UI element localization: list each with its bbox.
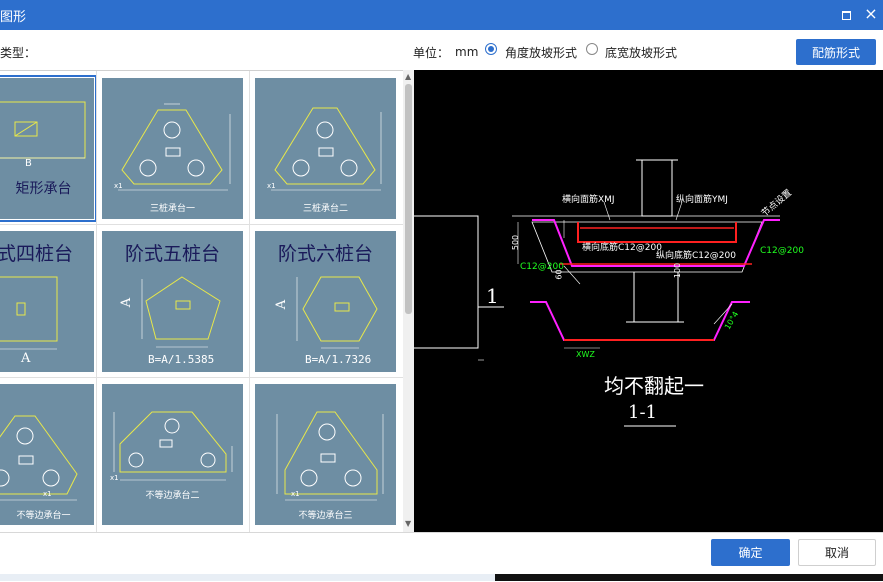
five-pile-cap-diagram [141,276,221,348]
scroll-down-icon[interactable]: ▼ [405,519,412,528]
unequal-cap-2-dim: x1 [110,474,119,482]
shape-gallery: B 矩形承台 x1 三桩承台一 x1 三桩承台二 [0,70,403,533]
rect-cap-dim: B [25,158,32,169]
scroll-up-icon[interactable]: ▲ [405,72,412,81]
six-pile-cap-dim: A [274,299,290,310]
dialog-footer: 确定 取消 [0,532,883,582]
three-pile-cap-1-dim: x1 [114,182,123,190]
section-preview: 横向面筋XMJ 纵向面筋YMJ 横向底筋C12@200 纵向底筋C12@200 … [414,70,883,532]
tile-three-pile-cap-2[interactable]: x1 三桩承台二 [255,78,396,219]
section-name: 1-1 [628,402,657,423]
tile-rect-cap[interactable]: B 矩形承台 [0,75,97,222]
three-pile-cap-1-caption: 三桩承台一 [149,204,195,214]
three-pile-cap-2-caption: 三桩承台二 [302,204,348,214]
maximize-button[interactable] [838,7,854,23]
rect-cap-title: 矩形承台 [15,181,72,197]
four-pile-cap-diagram [0,276,58,350]
unequal-cap-1-dim: x1 [43,490,52,498]
unequal-cap-2-caption: 不等边承台二 [145,491,200,501]
background-taskbar [0,574,883,581]
tile-unequal-cap-1[interactable]: x1 不等边承台一 [0,384,94,525]
tile-six-pile-cap[interactable]: 阶式六桩台 A B=A/1.7326 [255,231,396,372]
label-longitudinal-bottom: 纵向底筋C12@200 [656,251,736,261]
gallery-divider [249,71,250,533]
four-pile-cap-title: 式四桩台 [0,243,73,265]
tile-five-pile-cap[interactable]: 阶式五桩台 A B=A/1.5385 [102,231,243,372]
three-pile-cap-2-diagram [271,107,382,191]
unit-value: mm [455,45,479,59]
four-pile-cap-dim: A [21,351,31,366]
label-dim-100: 100 [673,262,683,279]
radio-width-slope-label[interactable]: 底宽放坡形式 [605,46,678,60]
scrollbar-thumb[interactable] [405,84,412,314]
section-marker: 1 [486,284,499,308]
gallery-scrollbar[interactable]: ▲ ▼ [403,70,414,532]
label-xwz: XWZ [576,350,595,359]
section-drawing [414,159,780,427]
rebar-form-button[interactable]: 配筋形式 [796,39,876,65]
label-right-rebar: C12@200 [760,246,804,256]
six-pile-cap-title: 阶式六桩台 [277,243,373,265]
six-pile-cap-formula: B=A/1.7326 [305,353,372,366]
title-bar: 图形 × [0,0,883,30]
tile-unequal-cap-2[interactable]: x1 不等边承台二 [102,384,243,525]
rect-cap-diagram [0,101,86,159]
gallery-divider [96,71,97,533]
unequal-cap-3-dim: x1 [291,490,300,498]
gallery-divider [0,377,403,378]
tile-unequal-cap-3[interactable]: x1 不等边承台三 [255,384,396,525]
label-dim-60: 60 [554,269,564,280]
label-left-rebar: C12@200 [520,262,564,272]
label-transverse-bottom: 横向底筋C12@200 [582,243,662,253]
radio-angle-slope-label[interactable]: 角度放坡形式 [505,46,578,60]
background-canvas [495,574,883,581]
label-longitudinal-top: 纵向面筋YMJ [676,195,728,205]
radio-width-slope[interactable] [586,43,598,55]
tile-four-pile-cap[interactable]: 式四桩台 A [0,231,94,372]
radio-angle-slope[interactable] [485,43,497,55]
unequal-cap-3-diagram [276,411,384,501]
cancel-button[interactable]: 取消 [798,539,876,566]
unequal-cap-3-caption: 不等边承台三 [298,511,353,521]
maximize-icon [842,11,851,20]
five-pile-cap-dim: A [119,297,135,308]
unequal-cap-1-diagram [0,415,78,501]
six-pile-cap-diagram [296,276,378,349]
window-title: 图形 [0,10,27,25]
five-pile-cap-formula: B=A/1.5385 [148,353,215,366]
unequal-cap-2-diagram [113,411,233,481]
unit-label: 单位： [413,46,450,60]
gallery-divider [0,224,403,225]
label-dim-500: 500 [511,234,521,251]
ok-button[interactable]: 确定 [711,539,790,566]
tile-three-pile-cap-1[interactable]: x1 三桩承台一 [102,78,243,219]
label-transverse-top: 横向面筋XMJ [562,195,615,205]
five-pile-cap-title: 阶式五桩台 [124,243,220,265]
preview-caption: 均不翻起一 [604,374,704,398]
type-label: 类型： [0,46,37,60]
three-pile-cap-2-dim: x1 [267,182,276,190]
close-button[interactable]: × [864,4,878,23]
unequal-cap-1-caption: 不等边承台一 [16,511,71,521]
three-pile-cap-1-diagram [118,103,231,191]
